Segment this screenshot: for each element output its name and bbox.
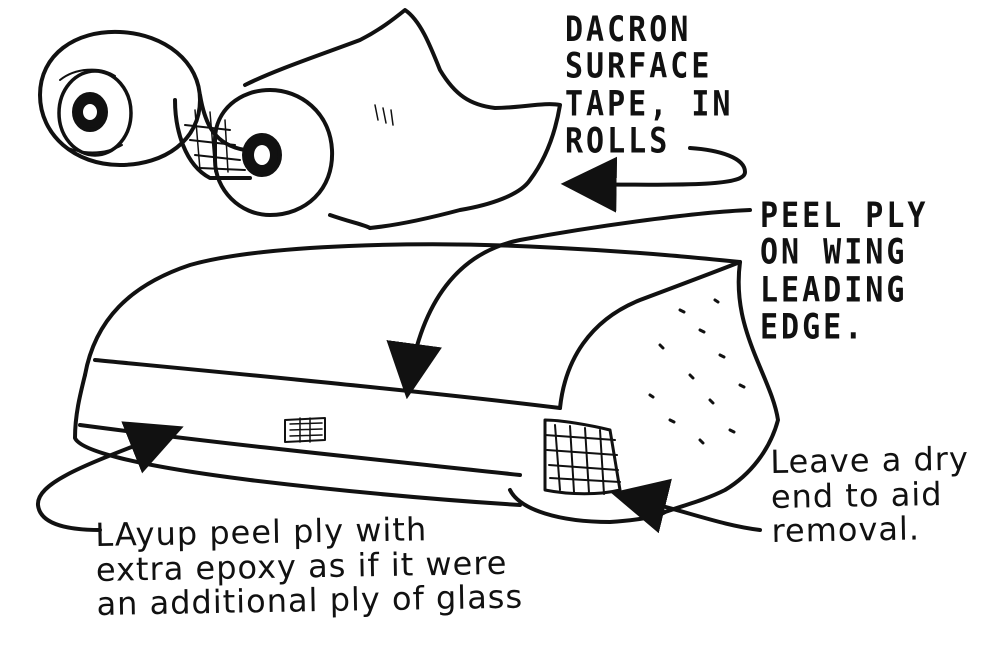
label-peel-line-2: ON WING [760, 235, 929, 272]
label-dacron-line-1: DACRON [565, 12, 734, 49]
label-leave-line-1: Leave a dry [770, 442, 969, 480]
label-dacron-line-2: SURFACE [565, 49, 734, 86]
label-leave-line-2: end to aid [771, 476, 970, 514]
label-leave-dry-end: Leave a dry end to aid removal. [770, 442, 970, 549]
label-peel-line-4: EDGE. [760, 310, 929, 347]
label-peel-ply: PEEL PLY ON WING LEADING EDGE. [760, 198, 929, 347]
large-tape-roll [215, 10, 560, 228]
label-layup-line-3: an additional ply of glass [96, 580, 523, 622]
label-leave-line-3: removal. [771, 511, 970, 549]
wing-leading-edge [75, 244, 778, 522]
label-peel-line-1: PEEL PLY [760, 198, 929, 235]
label-layup-peel-ply: LAyup peel ply with extra epoxy as if it… [95, 511, 523, 622]
arrow-leave-dry [620, 495, 760, 530]
arrow-peel-ply [408, 210, 750, 390]
label-dacron-line-3: TAPE, IN [565, 86, 734, 123]
label-dacron-line-4: ROLLS [565, 124, 734, 161]
label-dacron-surface-tape: DACRON SURFACE TAPE, IN ROLLS [565, 12, 734, 161]
label-peel-line-3: LEADING [760, 272, 929, 309]
